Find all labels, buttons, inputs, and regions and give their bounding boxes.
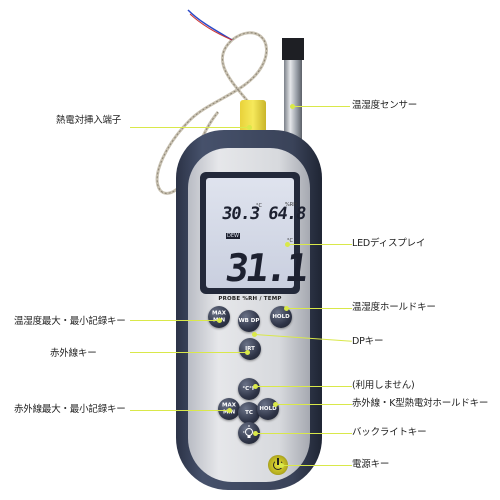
c-f-button[interactable]: °C°F: [238, 378, 260, 400]
wb-dp-button[interactable]: WB DP: [238, 310, 260, 332]
leader-thermocouple-port: [130, 127, 250, 128]
lcd-mode-tag: DEW: [226, 233, 240, 239]
hold-button-top[interactable]: HOLD: [270, 306, 292, 328]
leader-dot: [285, 242, 290, 247]
leader-sensor: [293, 106, 350, 107]
leader-dot: [217, 318, 222, 323]
label-led-display: LEDディスプレイ: [352, 238, 426, 249]
leader-hold-top: [287, 308, 352, 309]
leader-dot: [279, 463, 284, 468]
temp-humidity-sensor-probe: [284, 38, 302, 148]
leader-dot: [245, 350, 250, 355]
lcd-humidity-unit: %RH: [285, 202, 297, 208]
leader-infrared-hold: [276, 404, 352, 405]
leader-dot: [253, 431, 258, 436]
label-infrared-thermocouple-hold-key: 赤外線・K型熱電対ホールドキー: [352, 398, 489, 409]
leader-dot: [227, 408, 232, 413]
leader-dot: [290, 104, 295, 109]
leader-backlight: [256, 433, 352, 434]
irt-button[interactable]: IRT: [239, 338, 261, 360]
leader-max-min-top: [130, 320, 220, 321]
leader-infrared: [130, 352, 248, 353]
leader-dot: [252, 332, 257, 337]
label-power-key: 電源キー: [352, 459, 390, 470]
tc-button[interactable]: TC: [238, 402, 260, 424]
sensor-head: [282, 38, 304, 60]
backlight-button[interactable]: [238, 422, 260, 444]
max-min-button-top[interactable]: MAX MIN: [208, 306, 230, 328]
label-infrared-max-min-key: 赤外線最大・最小記録キー: [14, 404, 126, 415]
leader-dot: [247, 125, 252, 130]
label-infrared-key: 赤外線キー: [50, 348, 97, 359]
leader-unused: [256, 386, 352, 387]
leader-dot: [284, 306, 289, 311]
label-temp-humidity-hold-key: 温湿度ホールドキー: [352, 302, 436, 313]
label-dp-key: DPキー: [352, 336, 384, 347]
probe-panel-label: PROBE %RH / TEMP: [218, 296, 282, 302]
lcd-display: [206, 178, 294, 288]
lcd-main-reading: 31.1: [222, 246, 309, 290]
label-unused-key: (利用しません): [352, 380, 415, 391]
leader-infrared-max-min: [130, 410, 230, 411]
label-temp-humidity-sensor: 温湿度センサー: [352, 100, 418, 111]
label-thermocouple-port: 熱電対挿入端子: [56, 115, 122, 126]
label-backlight-key: バックライトキー: [352, 427, 427, 438]
leader-dot: [253, 384, 258, 389]
label-temp-humidity-max-min-key: 温湿度最大・最小記録キー: [14, 316, 126, 327]
lcd-temp-unit: °C: [256, 203, 262, 209]
lcd-main-unit: °C: [287, 238, 293, 244]
leader-power: [282, 465, 352, 466]
lcd-temp-reading: 30.3: [220, 204, 261, 224]
leader-display: [288, 244, 352, 245]
leader-dot: [273, 402, 278, 407]
